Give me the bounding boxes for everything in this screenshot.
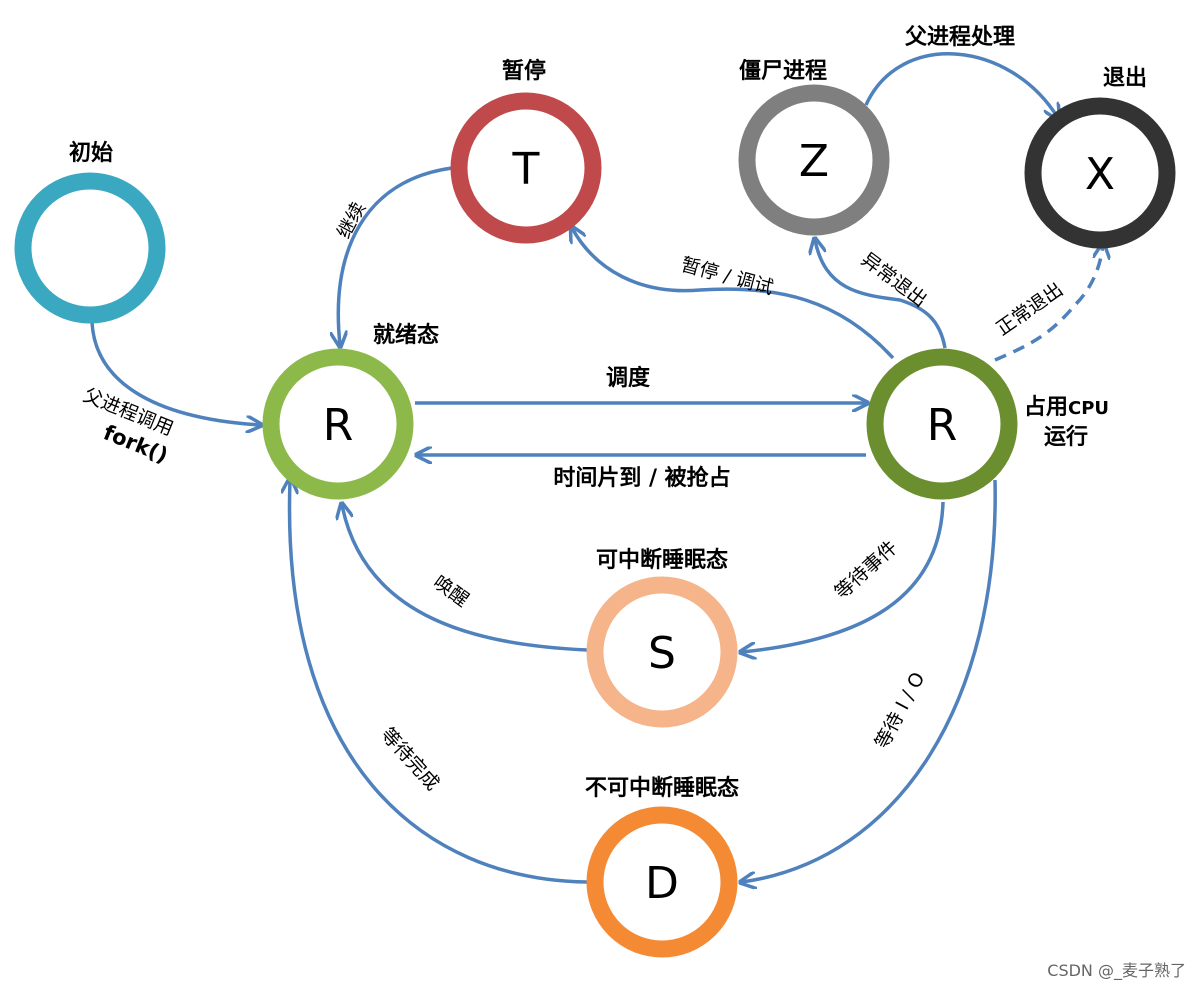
edge-parent-handle	[864, 52, 1058, 118]
label-wait-io: 等待 I / O	[871, 669, 929, 753]
edge-wake-up	[342, 505, 588, 652]
state-zombie-letter: Z	[799, 136, 829, 187]
label-abnormal-exit: 异常退出	[857, 248, 931, 311]
label-wait-event: 等待事件	[831, 537, 902, 604]
edge-wait-done	[289, 480, 588, 884]
edge-normal-exit	[994, 245, 1103, 362]
state-running-letter: R	[927, 400, 958, 451]
state-sleeping-letter: S	[648, 628, 676, 679]
label-wake-up: 唤醒	[429, 571, 473, 611]
state-running-title-cpu: CPU	[1068, 398, 1109, 419]
edge-wait-event	[742, 501, 945, 652]
state-stopped-letter: T	[512, 144, 540, 195]
edge-stop-debug	[572, 228, 895, 360]
state-dead-title: 退出	[1103, 66, 1147, 91]
state-stopped: T 暂停	[450, 58, 602, 244]
edge-continue	[338, 166, 453, 345]
label-stop-debug: 暂停 / 调试	[679, 254, 776, 300]
state-dead-letter: X	[1085, 149, 1115, 200]
state-disk-sleep-title: 不可中断睡眠态	[585, 775, 739, 801]
state-running-title-line2: 运行	[1044, 424, 1088, 450]
label-parent-handle: 父进程处理	[905, 24, 1015, 50]
label-wait-done: 等待完成	[376, 724, 443, 795]
state-initial-title: 初始	[69, 140, 113, 166]
label-normal-exit: 正常退出	[992, 278, 1067, 340]
state-sleeping: S 可中断睡眠态	[586, 547, 738, 728]
state-dead: X 退出	[1024, 66, 1176, 249]
state-stopped-title: 暂停	[502, 58, 546, 84]
watermark: CSDN @_麦子熟了	[1047, 961, 1186, 981]
state-ready-letter: R	[323, 400, 354, 451]
state-zombie-title: 僵尸进程	[739, 59, 827, 84]
state-running: R 占用CPU 运行	[866, 348, 1109, 500]
edge-abnormal-exit	[815, 240, 947, 349]
state-initial: 初始	[14, 140, 166, 324]
edge-fork	[90, 321, 260, 425]
state-ready-title: 就绪态	[373, 322, 439, 348]
state-disk-sleep: D 不可中断睡眠态	[585, 775, 739, 958]
state-disk-sleep-letter: D	[645, 858, 679, 909]
state-running-title-occupy: 占用	[1024, 395, 1068, 420]
state-sleeping-title: 可中断睡眠态	[596, 547, 728, 573]
label-schedule: 调度	[606, 365, 651, 391]
state-zombie: Z 僵尸进程	[738, 59, 890, 236]
state-running-title-line1: 占用CPU	[1024, 395, 1109, 420]
label-preempt: 时间片到 / 被抢占	[553, 465, 730, 491]
edge-wait-io	[742, 479, 997, 882]
state-ready: R 就绪态	[262, 322, 439, 500]
